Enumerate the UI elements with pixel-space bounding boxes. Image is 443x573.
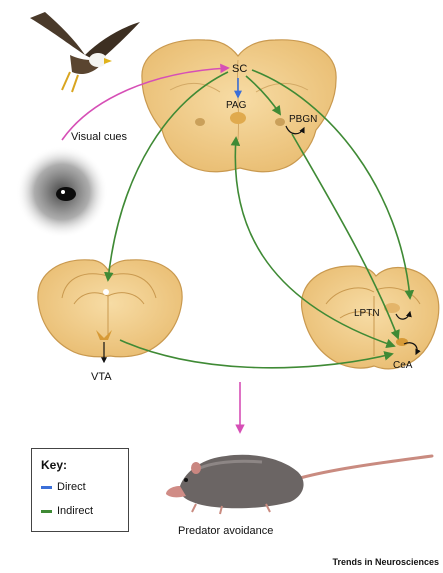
legend-key: Key: Direct Indirect (31, 448, 129, 532)
brain-section-left (38, 260, 182, 357)
label-lptn: LPTN (354, 308, 380, 319)
indirect-swatch (41, 510, 52, 513)
label-cea: CeA (393, 360, 413, 371)
eagle-icon (30, 12, 140, 92)
key-direct-label: Direct (57, 481, 86, 493)
journal-credit: Trends in Neurosciences (332, 557, 439, 567)
key-row-indirect: Indirect (41, 505, 93, 517)
rat-icon (166, 455, 432, 514)
label-pbgn: PBGN (289, 114, 317, 125)
label-visual-cues: Visual cues (71, 131, 128, 143)
label-sc: SC (232, 63, 247, 75)
key-row-direct: Direct (41, 481, 86, 493)
label-vta: VTA (91, 371, 112, 383)
looming-shadow-icon (16, 146, 108, 238)
key-title: Key: (41, 458, 67, 472)
direct-swatch (41, 486, 52, 489)
label-pag: PAG (226, 100, 247, 111)
label-predator-avoidance: Predator avoidance (178, 525, 273, 537)
key-indirect-label: Indirect (57, 505, 93, 517)
